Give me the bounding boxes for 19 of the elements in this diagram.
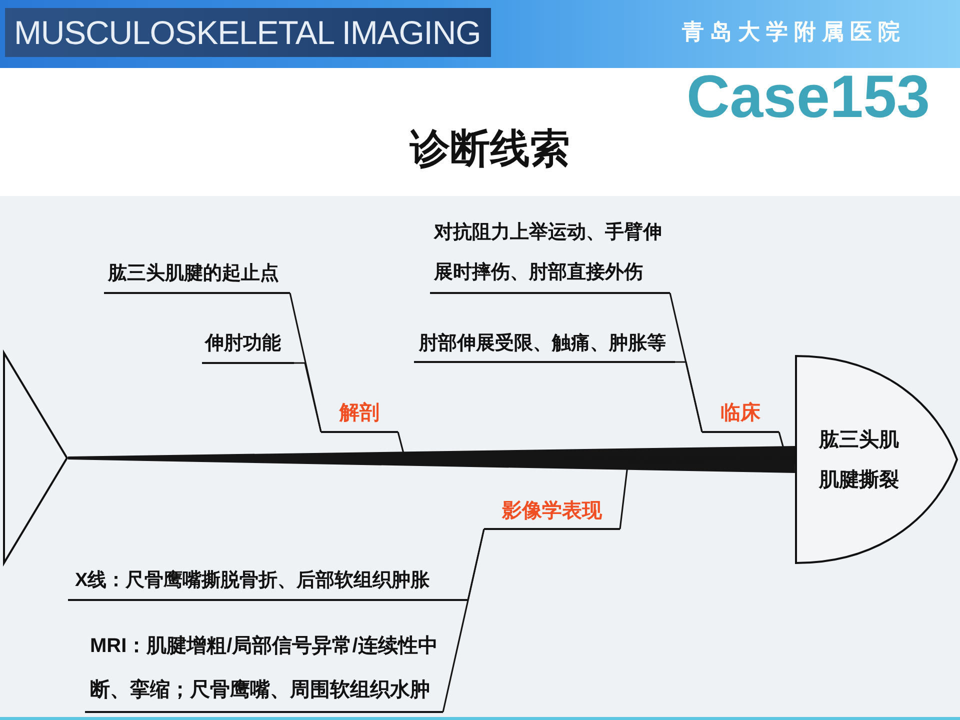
hospital-name: 青岛大学附属医院: [682, 18, 906, 46]
category-label: 临床: [702, 394, 779, 433]
cause-label: 伸肘功能: [202, 326, 294, 364]
fish-tail: [3, 352, 68, 564]
cause-label: X线：尺骨鹰嘴撕脱骨折、后部软组织肿胀: [68, 562, 468, 601]
case-number: Case153: [686, 66, 930, 128]
branch-line: [675, 361, 703, 432]
fish-spine: [68, 446, 796, 473]
fish-head: 肱三头肌肌腱撕裂: [795, 355, 958, 564]
category-label: 解剖: [321, 394, 398, 433]
cause-label: 肘部伸展受限、触痛、肿胀等: [414, 327, 675, 363]
cause-label: MRI：肌腱增粗/局部信号异常/连续性中断、挛缩；尺骨鹰嘴、周围软组织水肿: [85, 624, 443, 713]
category-label: 影像学表现: [484, 494, 620, 530]
branch-line: [442, 528, 485, 712]
cause-label: 对抗阻力上举运动、手臂伸展时摔伤、肘部直接外伤: [430, 213, 670, 294]
slide-title: 诊断线索: [410, 126, 570, 173]
branch-line: [294, 362, 322, 432]
series-title: MUSCULOSKELETAL IMAGING: [5, 8, 491, 57]
cause-label: 肱三头肌腱的起止点: [104, 256, 290, 294]
